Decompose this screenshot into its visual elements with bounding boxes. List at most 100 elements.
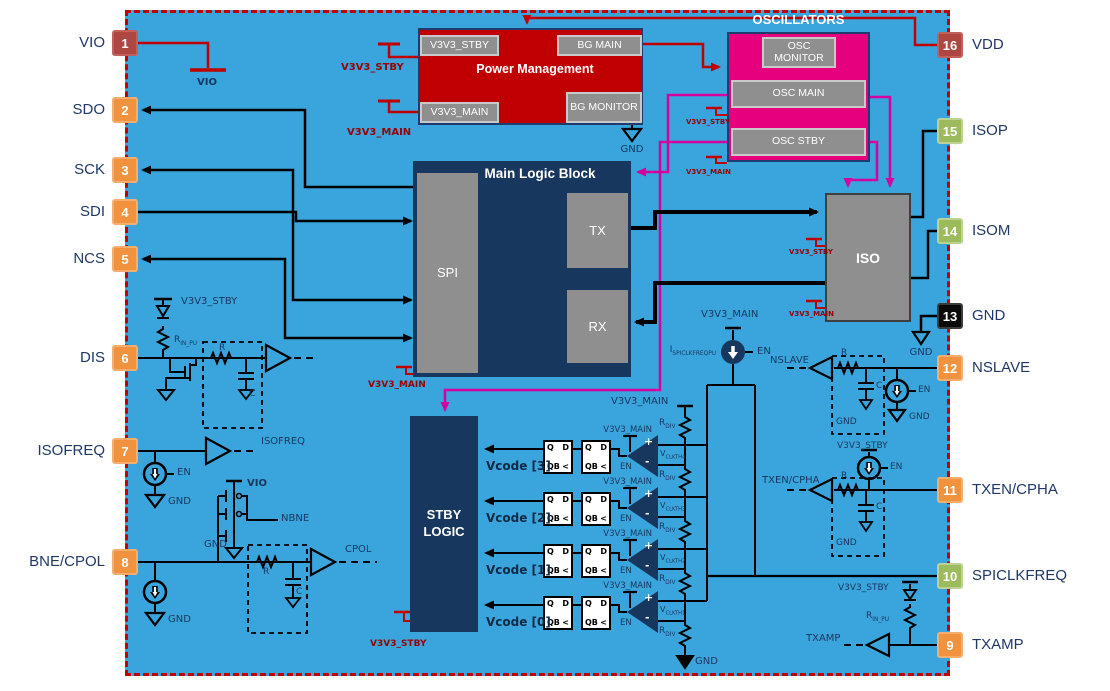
- tx-rx-wires: [628, 207, 825, 327]
- bne-cpol-input-circuit: [137, 479, 377, 634]
- gnd-net-label: GND: [204, 539, 227, 550]
- comparator-icons: [627, 435, 658, 633]
- diode-icon: [902, 589, 918, 601]
- main-logic-title: Main Logic Block: [484, 166, 596, 181]
- power-management-title: Power Management: [476, 62, 594, 76]
- pin-4-sdi: 4: [112, 199, 138, 225]
- pin-14-isom: 14: [937, 218, 963, 244]
- v3v3-main-net-label: V3V3_MAIN: [603, 581, 652, 591]
- r-label: R: [841, 471, 848, 481]
- v3v3-stby-net-label: V3V3_STBY: [838, 583, 889, 593]
- v3v3-stby-subblock: V3V3_STBY: [420, 35, 499, 56]
- en-label: EN: [890, 462, 903, 472]
- pin-16-vdd: 16: [937, 32, 963, 58]
- plus-icon: +: [644, 539, 654, 552]
- en-label: EN: [757, 346, 771, 357]
- v3v3-main-net-label: V3V3_MAIN: [611, 396, 669, 407]
- comparator-row-wires: [484, 434, 637, 613]
- resistor-icon: [836, 360, 860, 376]
- vio-net-label: VIO: [197, 77, 217, 88]
- vclkth4-label: VCLKTH4: [660, 449, 686, 461]
- cpol-net-label: CPOL: [345, 544, 372, 555]
- r-label: R: [219, 343, 226, 353]
- v3v3-stby-net-label: V3V3_STBY: [789, 248, 833, 256]
- rdiv-label: RDIV: [659, 522, 676, 534]
- pin-10-spiclkfreq: 10: [937, 563, 963, 589]
- dis-input-circuit: [137, 297, 314, 429]
- gnd-symbol: [910, 330, 932, 346]
- stby-logic-line1: STBY: [426, 507, 462, 523]
- rc-filter-box: [202, 341, 263, 429]
- pin-label-sdi: SDI: [79, 203, 105, 220]
- resistor-icon: [902, 604, 918, 630]
- vclkth2-label: VCLKTH2: [660, 553, 686, 565]
- tx-subblock: TX: [567, 193, 628, 268]
- txamp-net-label: TXAMP: [806, 633, 841, 644]
- oscillator-clock-wires: [440, 93, 895, 412]
- buffer-icon: [264, 343, 293, 373]
- pin-label-bne-cpol: BNE/CPOL: [29, 553, 105, 570]
- pin-15-isop: 15: [937, 118, 963, 144]
- resistor-icon: [677, 623, 693, 656]
- v3v3-main-net-label: V3V3_MAIN: [368, 380, 426, 390]
- rc-filter-box: [831, 477, 885, 557]
- en-label: EN: [620, 618, 632, 628]
- pin-label-ncs: NCS: [73, 250, 105, 267]
- pin-3-sck: 3: [112, 157, 138, 183]
- en-label: EN: [620, 462, 632, 472]
- txen-cpha-net-label: TXEN/CPHA: [762, 475, 820, 486]
- resistor-icon: [677, 519, 693, 571]
- inverter-bubble-icon: [235, 510, 243, 518]
- pin-12-nslave: 12: [937, 355, 963, 381]
- vcode3-label: Vcode [3]: [486, 459, 551, 473]
- c-label: C: [876, 502, 883, 512]
- pin-label-vio: VIO: [79, 34, 105, 51]
- vdd-supply-wires: [137, 15, 937, 622]
- isofreq-net-label: ISOFREQ: [261, 436, 306, 447]
- v3v3-main-net-label: V3V3_MAIN: [789, 310, 834, 318]
- vcode0-label: Vcode [0]: [486, 615, 551, 629]
- rdiv-label: RDIV: [659, 626, 676, 638]
- v3v3-main-net-label: V3V3_MAIN: [603, 477, 652, 487]
- oscillators-title: OSCILLATORS: [752, 12, 845, 27]
- gnd-symbol: [143, 611, 167, 627]
- c-label: C: [249, 389, 256, 399]
- pin-label-spiclkfreq: SPICLKFREQ: [972, 567, 1068, 584]
- pin-label-sck: SCK: [74, 161, 105, 178]
- iso-block: ISO: [825, 193, 911, 322]
- bg-main-subblock: BG MAIN: [557, 35, 642, 56]
- gnd-net-label: GND: [909, 347, 933, 358]
- en-label: EN: [620, 514, 632, 524]
- r-in-pu-label: RIN_PU: [174, 335, 198, 347]
- pin-label-isop: ISOP: [972, 122, 1008, 139]
- pin-label-sdo: SDO: [72, 101, 105, 118]
- gnd-symbol: [237, 389, 255, 401]
- pin-11-txen-cpha: 11: [937, 477, 963, 503]
- txen-cpha-input-circuit: [786, 448, 937, 557]
- plus-icon: +: [644, 487, 654, 500]
- pm-gnd: [620, 125, 644, 143]
- pin-label-isofreq: ISOFREQ: [37, 442, 105, 459]
- resistor-icon: [677, 415, 693, 467]
- nbne-transistor-stack: [217, 479, 278, 562]
- v3v3-stby-net-label: V3V3_STBY: [837, 441, 888, 451]
- rdiv-label: RDIV: [659, 470, 676, 482]
- nslave-input-circuit: [786, 355, 937, 435]
- spi-bus-wires: [137, 105, 417, 343]
- rx-subblock: RX: [567, 290, 628, 363]
- pin-label-gnd: GND: [972, 307, 1006, 324]
- v3v3-stby-net-label: V3V3_STBY: [181, 296, 238, 307]
- isofreq-input-circuit: [137, 436, 256, 509]
- gnd-symbol: [620, 127, 644, 143]
- v3v3-stby-net-label: V3V3_STBY: [370, 639, 427, 649]
- v3v3-main-subblock: V3V3_MAIN: [420, 102, 499, 123]
- buffer-icon: [309, 547, 338, 577]
- v3v3-main-net-label: V3V3_MAIN: [603, 529, 652, 539]
- osc-main-subblock: OSC MAIN: [731, 80, 866, 108]
